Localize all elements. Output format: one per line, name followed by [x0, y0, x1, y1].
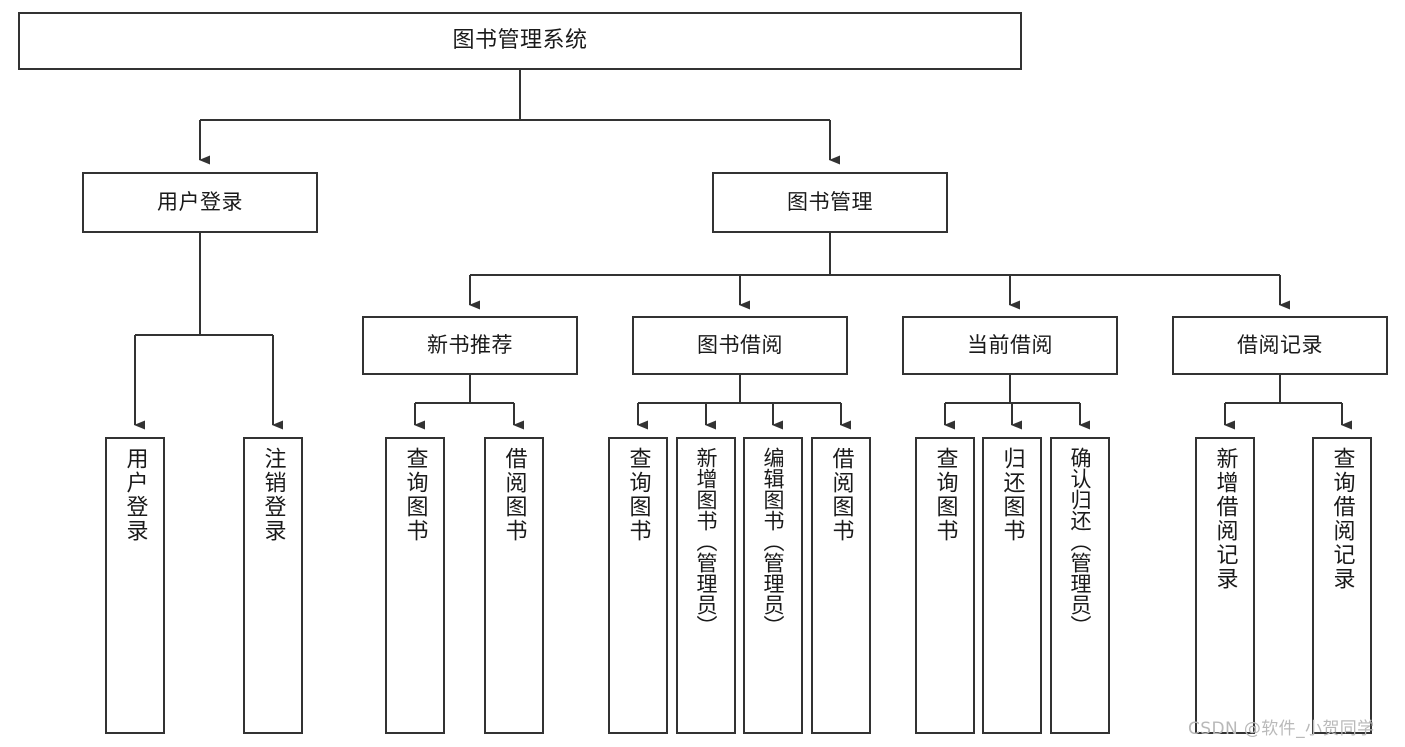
node-label: 用户登录 [122, 447, 148, 543]
node-leaf-query-book-bb[interactable]: 查询图书 [608, 437, 668, 734]
node-label: 图书管理 [787, 190, 873, 215]
node-leaf-borrow-book-bb[interactable]: 借阅图书 [811, 437, 871, 734]
node-leaf-query-book-cb[interactable]: 查询图书 [915, 437, 975, 734]
node-leaf-confirm-return-admin[interactable]: 确认归还（管理员） [1050, 437, 1110, 734]
node-leaf-add-book-admin[interactable]: 新增图书（管理员） [676, 437, 736, 734]
node-label: 确认归还（管理员） [1068, 447, 1093, 636]
node-label: 编辑图书（管理员） [761, 447, 786, 636]
node-label: 查询借阅记录 [1329, 447, 1355, 591]
node-borrowing-record[interactable]: 借阅记录 [1172, 316, 1388, 375]
node-label: 借阅图书 [501, 447, 527, 543]
node-label: 借阅图书 [828, 447, 854, 543]
node-book-borrowing[interactable]: 图书借阅 [632, 316, 848, 375]
node-leaf-add-borrow-record[interactable]: 新增借阅记录 [1195, 437, 1255, 734]
node-current-borrowing[interactable]: 当前借阅 [902, 316, 1118, 375]
node-label: 新增图书（管理员） [694, 447, 719, 636]
node-label: 图书借阅 [697, 333, 783, 358]
node-label: 查询图书 [932, 447, 958, 543]
node-leaf-user-login[interactable]: 用户登录 [105, 437, 165, 734]
node-new-book-recommendation[interactable]: 新书推荐 [362, 316, 578, 375]
node-leaf-logout[interactable]: 注销登录 [243, 437, 303, 734]
node-label: 新增借阅记录 [1212, 447, 1238, 591]
node-label: 当前借阅 [967, 333, 1053, 358]
node-leaf-edit-book-admin[interactable]: 编辑图书（管理员） [743, 437, 803, 734]
node-root-book-management-system[interactable]: 图书管理系统 [18, 12, 1022, 70]
node-label: 查询图书 [625, 447, 651, 543]
node-label: 归还图书 [999, 447, 1025, 543]
node-leaf-borrow-book-nbr[interactable]: 借阅图书 [484, 437, 544, 734]
node-book-management[interactable]: 图书管理 [712, 172, 948, 233]
node-user-login[interactable]: 用户登录 [82, 172, 318, 233]
node-label: 新书推荐 [427, 333, 513, 358]
node-label: 注销登录 [260, 447, 286, 543]
node-label: 图书管理系统 [452, 28, 588, 54]
node-leaf-query-book-nbr[interactable]: 查询图书 [385, 437, 445, 734]
node-leaf-return-book[interactable]: 归还图书 [982, 437, 1042, 734]
node-label: 用户登录 [157, 190, 243, 215]
node-label: 借阅记录 [1237, 333, 1323, 358]
node-leaf-query-borrow-record[interactable]: 查询借阅记录 [1312, 437, 1372, 734]
node-label: 查询图书 [402, 447, 428, 543]
